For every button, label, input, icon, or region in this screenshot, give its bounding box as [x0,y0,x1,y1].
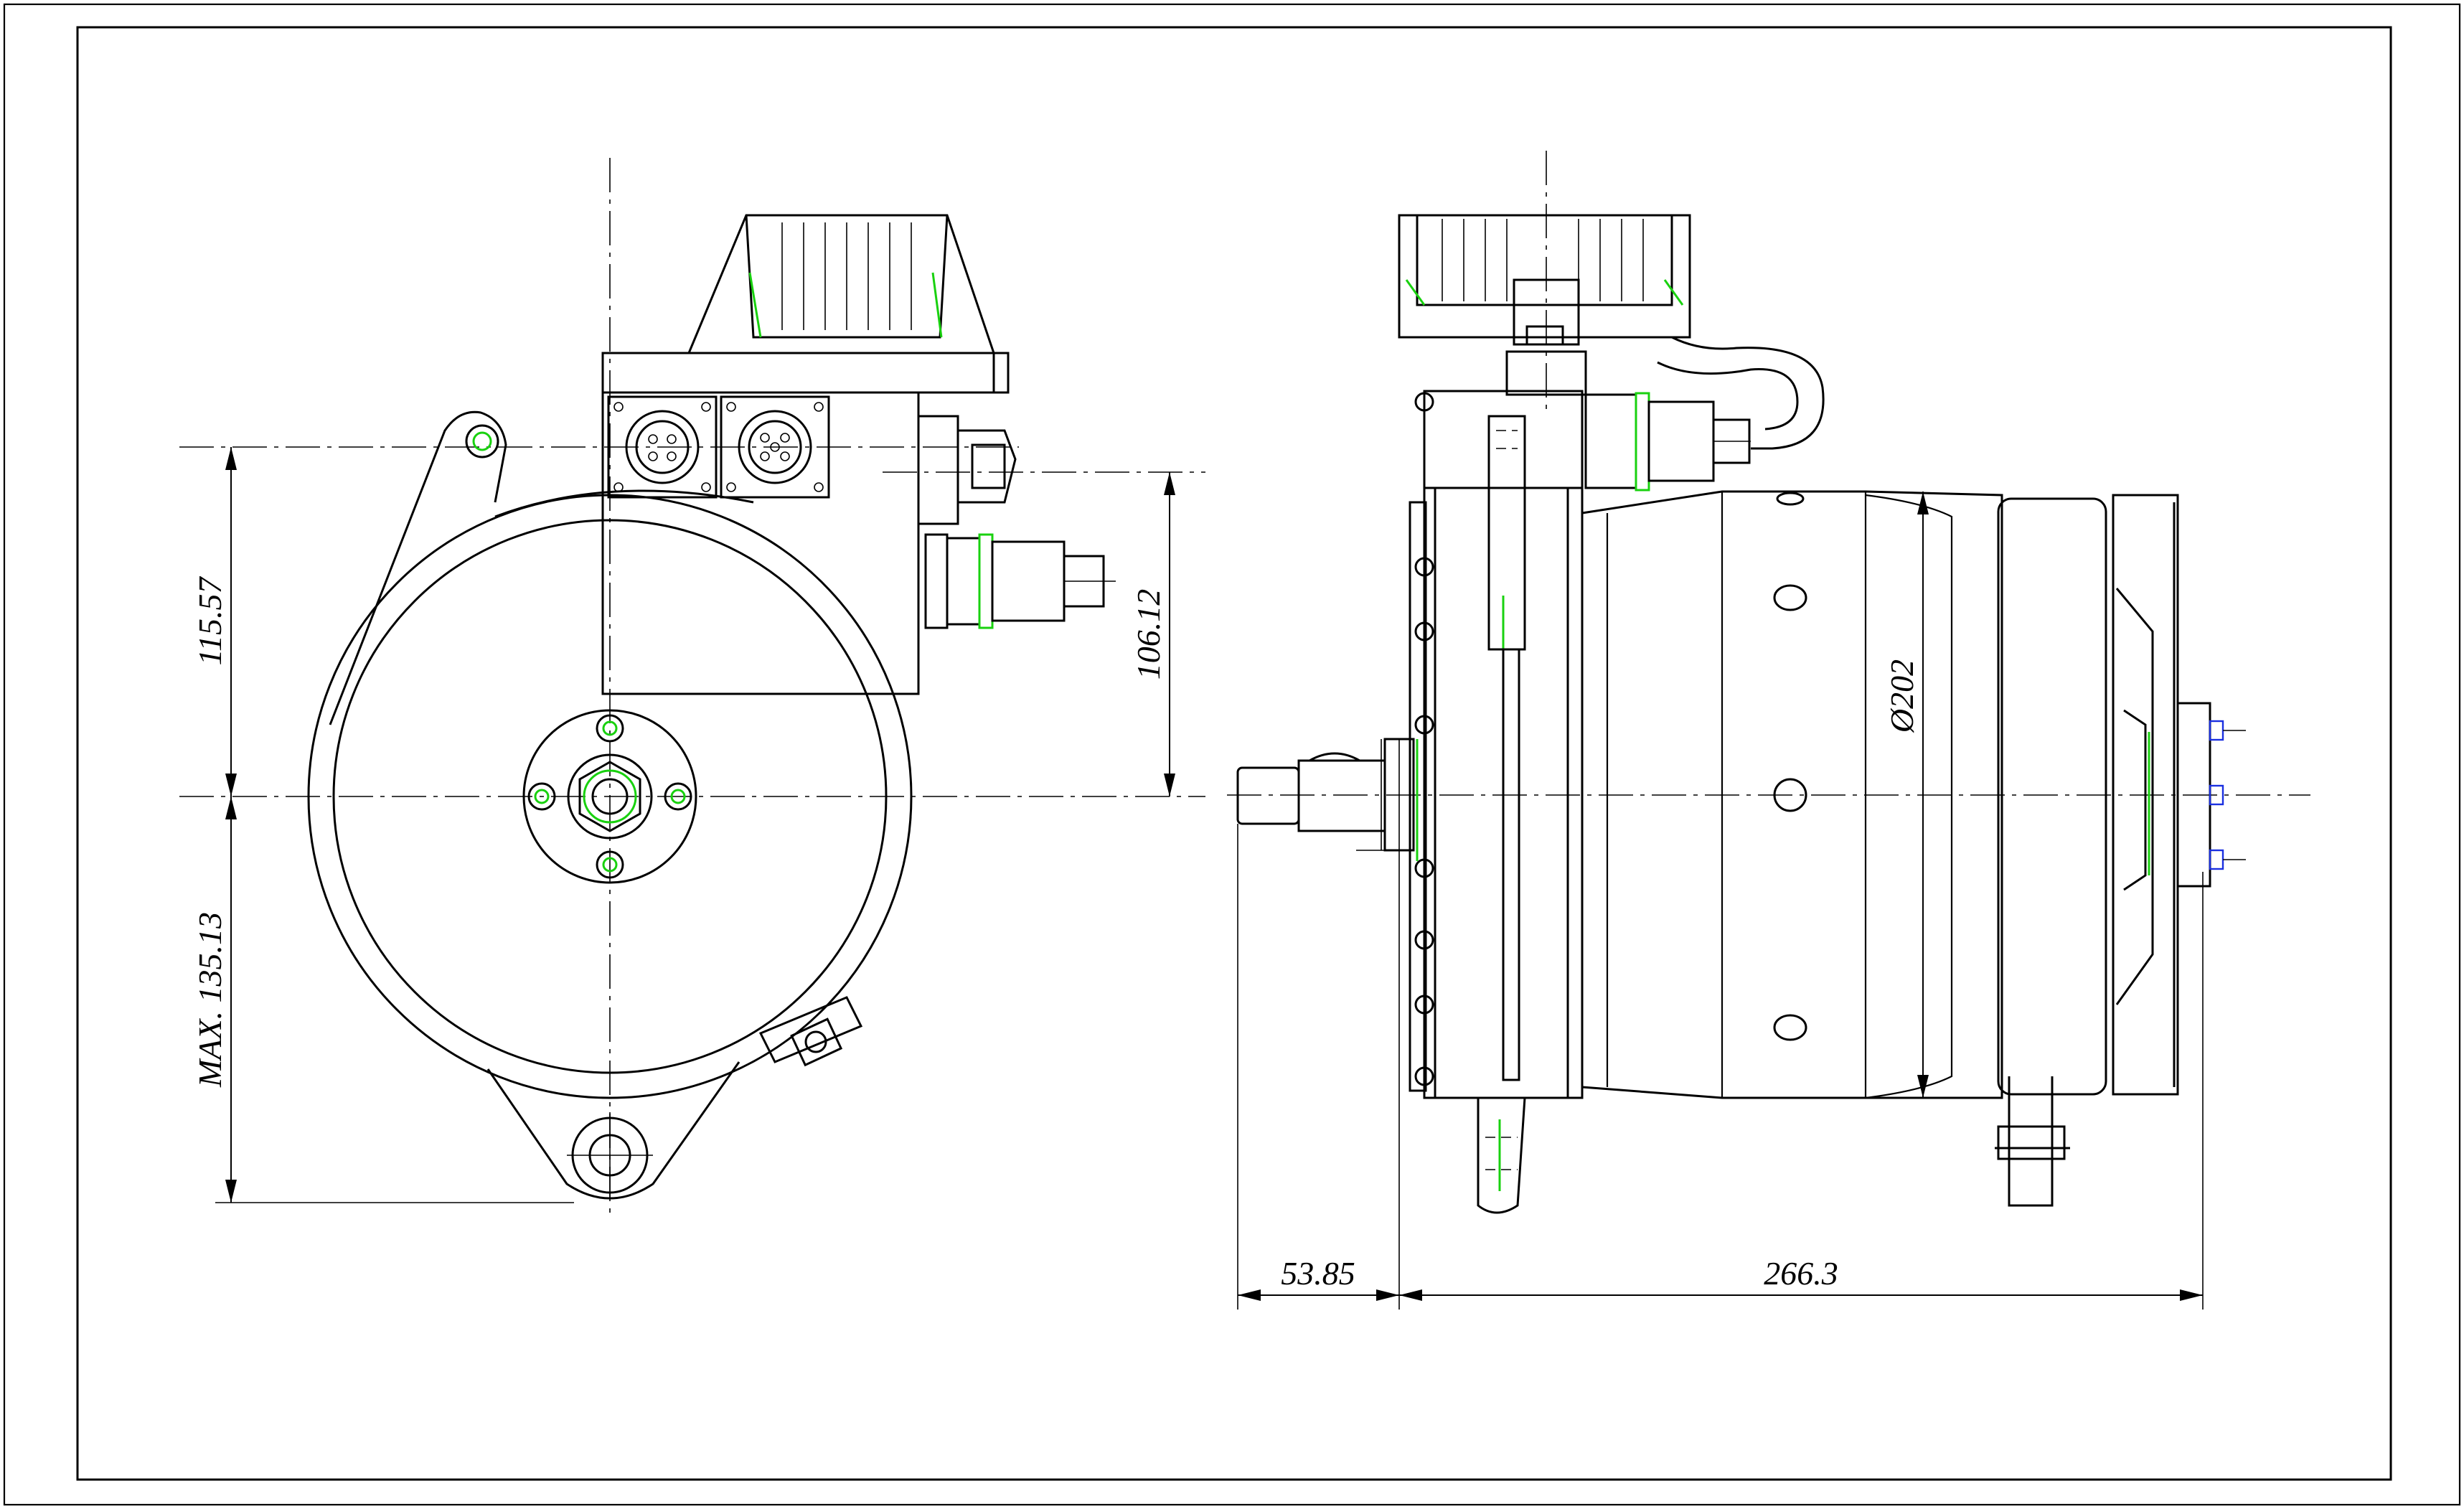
front-dimensions: 115.57 MAX. 135.13 106.12 [192,447,1175,1203]
inner-border [76,26,2392,1481]
dim-front-upper-height: 115.57 [192,575,228,665]
side-view [1227,151,2310,1214]
dim-side-body-length: 266.3 [1764,1255,1838,1292]
heatsink-fins [781,222,912,330]
dim-side-shaft-length: 53.85 [1281,1255,1355,1292]
dim-front-lower-height: MAX. 135.13 [192,912,228,1088]
side-dimensions: Ø202 53.85 266.3 [1237,492,2204,1310]
front-view [179,158,1205,1213]
outer-border [3,3,2461,1506]
dim-side-diameter: Ø202 [1884,659,1920,733]
dim-front-connector-offset: 106.12 [1130,589,1167,680]
